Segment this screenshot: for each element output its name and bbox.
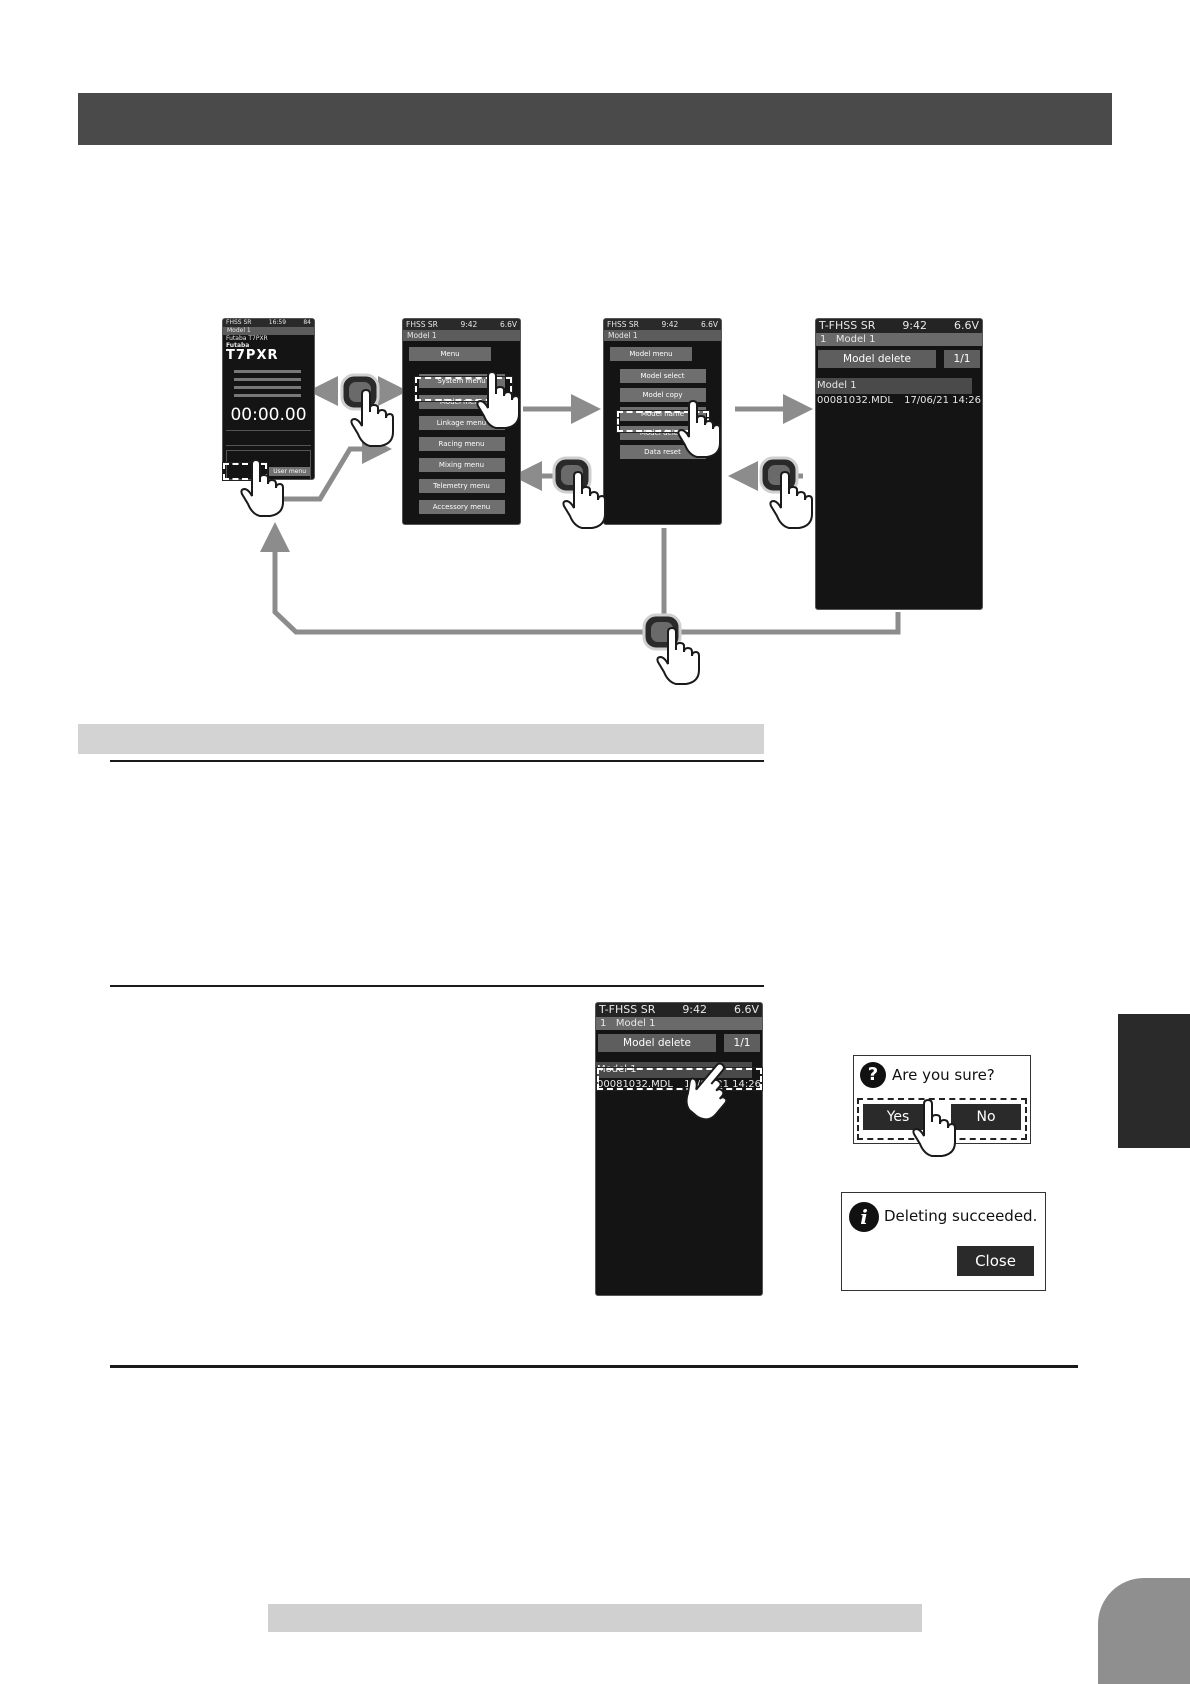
telemetry-menu-button[interactable]: Telemetry menu [418, 479, 505, 493]
menu-screen: FHSS SR 9:42 6.6V Model 1 Menu System me… [402, 318, 521, 525]
status-battery: 6.6V [700, 320, 718, 329]
accessory-menu-button[interactable]: Accessory menu [418, 500, 505, 514]
status-time: 9:42 [682, 1003, 708, 1016]
section-header-bar [78, 724, 764, 754]
highlight-box [617, 411, 709, 432]
yes-button[interactable]: Yes [863, 1104, 933, 1130]
model-select-button[interactable]: Model select [619, 369, 706, 383]
linkage-menu-button[interactable]: Linkage menu [418, 416, 505, 430]
status-battery: 6.6V [733, 1003, 759, 1016]
divider [110, 1365, 1078, 1368]
status-signal: FHSS SR [406, 320, 438, 329]
model-name: Model 1 [604, 330, 721, 341]
model-delete-screen: T-FHSS SR 9:42 6.6V 1 Model 1 Model dele… [815, 318, 983, 610]
page-indicator: 1/1 [944, 350, 980, 368]
brand-name: Futaba [226, 342, 250, 349]
timer-rows [226, 430, 311, 446]
status-time: 9:42 [460, 320, 478, 329]
page-number-tab [1098, 1578, 1190, 1684]
status-time: 16:59 [268, 319, 287, 326]
footer-bar [268, 1604, 922, 1632]
data-reset-button[interactable]: Data reset [619, 445, 706, 459]
system-name: Futaba T7PXR [226, 335, 268, 342]
model-name: Model 1 [223, 327, 314, 335]
racing-menu-button[interactable]: Racing menu [418, 437, 505, 451]
mixing-menu-button[interactable]: Mixing menu [418, 458, 505, 472]
status-time: 9:42 [661, 320, 679, 329]
divider [110, 985, 764, 987]
status-signal: T-FHSS SR [819, 319, 876, 332]
page-title-bar [78, 93, 1112, 145]
status-signal: T-FHSS SR [599, 1003, 656, 1016]
close-button[interactable]: Close [957, 1246, 1034, 1276]
screen-title: Model delete [818, 350, 936, 368]
file-name: 00081032.MDL [817, 395, 893, 406]
model-header: 1 Model 1 [816, 333, 982, 346]
product-logo: T7PXR [226, 348, 279, 363]
list-model-name: Model 1 [816, 378, 972, 394]
menu-title: Menu [409, 347, 491, 361]
menu-title: Model menu [610, 347, 692, 361]
home-screen: FHSS SR 16:59 84 Model 1 Futaba T7PXR Fu… [222, 318, 315, 480]
file-name: 00081032.MDL [597, 1079, 673, 1090]
confirm-message: Are you sure? [892, 1066, 995, 1084]
divider [110, 760, 764, 762]
no-button[interactable]: No [951, 1104, 1021, 1130]
model-menu-screen: FHSS SR 9:42 6.6V Model 1 Model menu Mod… [603, 318, 722, 525]
user-menu-button[interactable]: User menu [269, 467, 310, 476]
result-dialog: i Deleting succeeded. Close [841, 1192, 1046, 1291]
page-indicator: 1/1 [724, 1034, 760, 1052]
status-time: 9:42 [902, 319, 928, 332]
model-copy-button[interactable]: Model copy [619, 388, 706, 402]
trim-bars [223, 363, 314, 404]
file-row[interactable]: 00081032.MDL 17/06/21 14:26 [816, 394, 982, 408]
side-index-tab [1118, 1014, 1190, 1148]
timer-display[interactable]: 00:00.00 [230, 405, 307, 425]
screen-title: Model delete [598, 1034, 716, 1052]
status-battery: 6.6V [499, 320, 517, 329]
highlight-box [597, 1068, 762, 1090]
info-icon: i [849, 1202, 879, 1232]
status-signal: FHSS SR [226, 319, 252, 326]
confirm-dialog: ? Are you sure? Yes No [853, 1055, 1031, 1144]
highlight-box [223, 463, 267, 480]
status-signal: FHSS SR [607, 320, 639, 329]
status-battery: 6.6V [953, 319, 979, 332]
question-icon: ? [860, 1062, 886, 1088]
model-delete-screen-step2: T-FHSS SR 9:42 6.6V 1 Model 1 Model dele… [595, 1002, 763, 1296]
model-name: Model 1 [403, 330, 520, 341]
highlight-box [415, 377, 512, 401]
result-message: Deleting succeeded. [884, 1207, 1038, 1225]
model-header: 1 Model 1 [596, 1017, 762, 1030]
status-battery: 84 [303, 319, 311, 326]
file-date: 17/06/21 14:26 [904, 395, 981, 406]
